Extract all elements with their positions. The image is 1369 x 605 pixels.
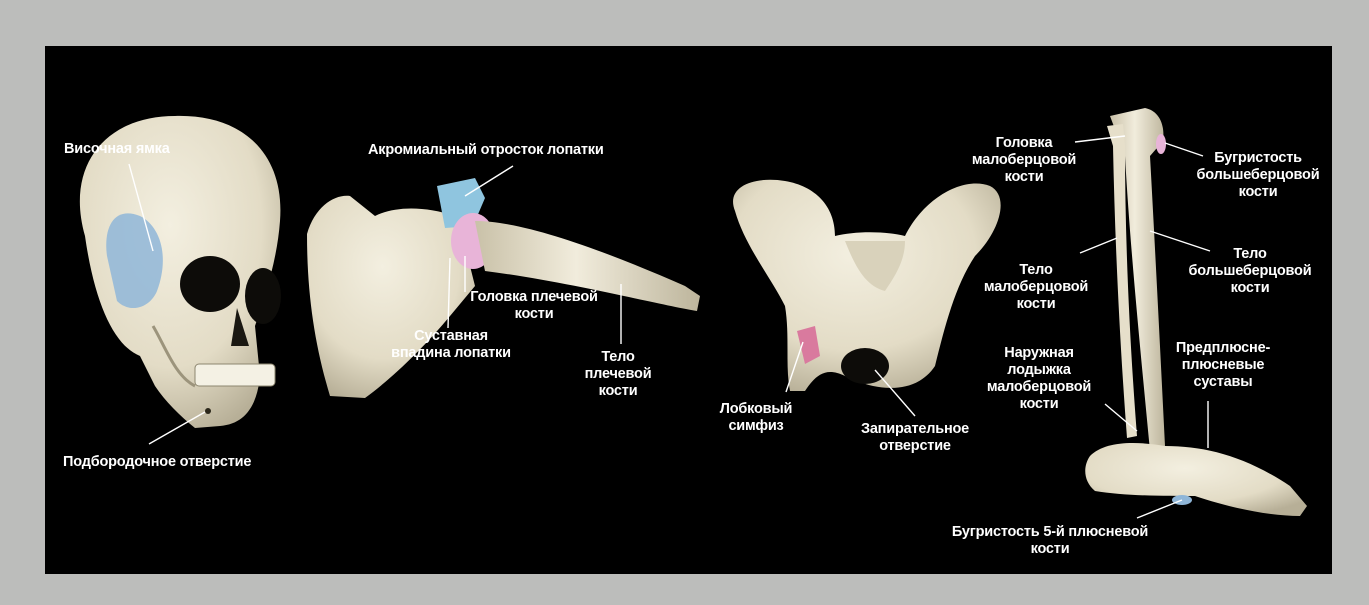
label-pubic-symphysis: Лобковый симфиз: [711, 401, 801, 435]
label-fifth-metatarsal: Бугристость 5-й плюсневой кости: [930, 524, 1170, 558]
bones-illustration: [45, 46, 1332, 574]
skull: [80, 116, 281, 428]
pelvis: [733, 180, 1001, 391]
label-humerus-head: Головка плечевой кости: [457, 289, 611, 323]
label-lateral-malleolus: Наружная лодыжка малоберцовой кости: [979, 345, 1099, 413]
label-humerus-body: Тело плечевой кости: [573, 349, 663, 400]
label-tibial-tuberosity: Бугристость большеберцовой кости: [1183, 150, 1333, 201]
leader-mental-foramen: [149, 412, 205, 444]
label-mental-foramen: Подбородочное отверстие: [63, 454, 251, 471]
label-glenoid: Суставная впадина лопатки: [366, 328, 536, 362]
foot: [1085, 443, 1307, 516]
label-temporal-fossa: Височная ямка: [64, 141, 170, 158]
leader-lines: [129, 136, 1210, 518]
label-acromion: Акромиальный отросток лопатки: [368, 142, 604, 159]
mental-foramen-mark: [205, 408, 211, 414]
label-obturator-foramen: Запирательное отверстие: [845, 421, 985, 455]
eye-socket-left: [180, 256, 240, 312]
label-fibula-head: Головка малоберцовой кости: [969, 135, 1079, 186]
teeth: [195, 364, 275, 386]
eye-socket-right: [245, 268, 281, 324]
illustration-panel: Височная ямка Подбородочное отверстие Ак…: [45, 46, 1332, 574]
label-tarsometatarsal: Предплюсне- плюсневые суставы: [1163, 340, 1283, 391]
label-fibula-body: Тело малоберцовой кости: [981, 262, 1091, 313]
leader-fifth-metatarsal: [1137, 500, 1182, 518]
label-tibia-body: Тело большеберцовой кости: [1175, 246, 1325, 297]
leader-fibula-body: [1080, 238, 1117, 253]
tibial-tuberosity-highlight: [1156, 134, 1166, 154]
